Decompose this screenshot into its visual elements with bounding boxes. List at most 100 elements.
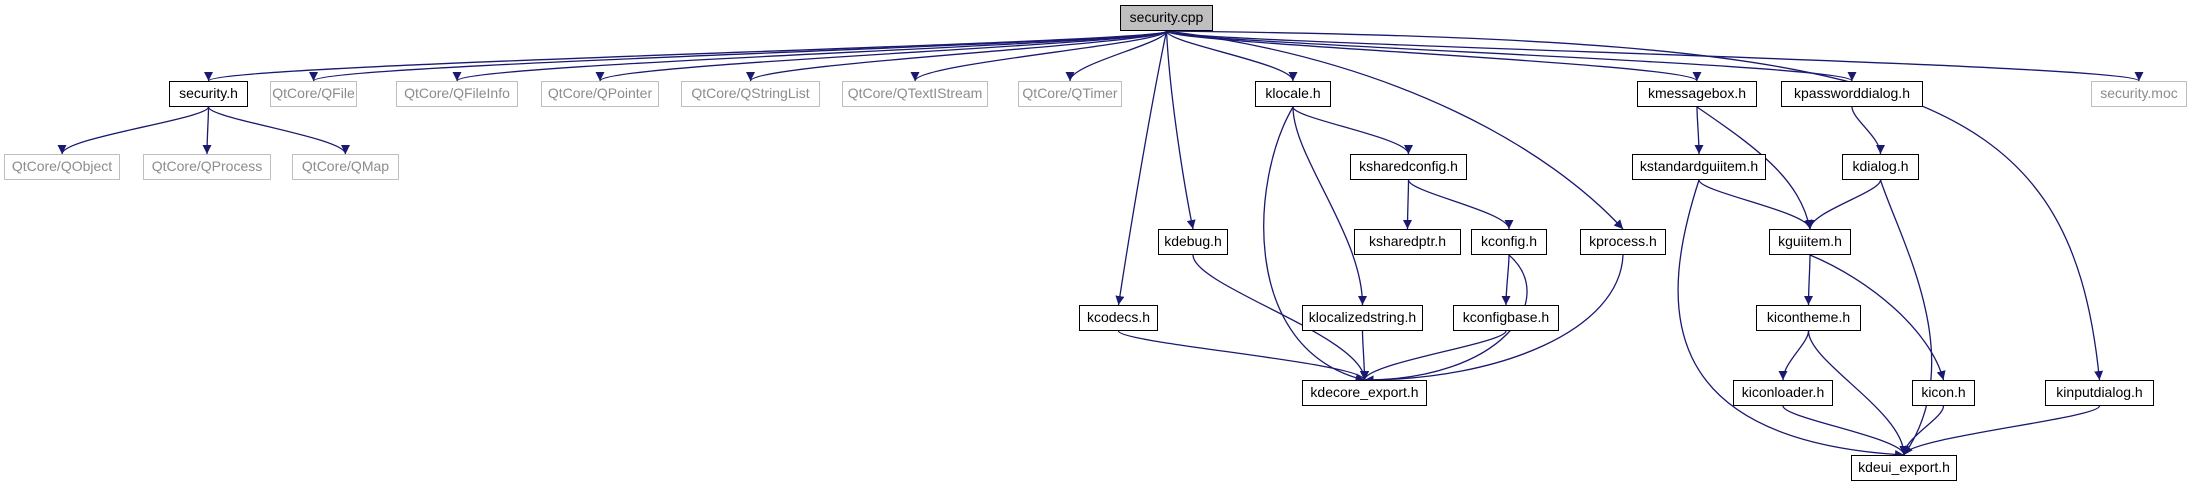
- node-label: kmessagebox.h: [1647, 85, 1747, 101]
- edge-kpassworddialog-to-kdialog: [1851, 106, 1885, 155]
- edge-kstandardguiitem-to-kdeui-export: [1677, 179, 1905, 459]
- node-kstandardguiitem-h[interactable]: kstandardguiitem.h: [1632, 154, 1766, 180]
- edge-security-cpp-to-security-moc: [1165, 30, 2143, 82]
- node-label: security.h: [179, 85, 238, 101]
- node-qtcore-qstringlist: QtCore/QStringList: [681, 81, 820, 107]
- node-kdeui-export-h[interactable]: kdeui_export.h: [1851, 455, 1957, 481]
- edge-kconfig-to-kconfigbase: [1501, 254, 1511, 306]
- edge-security-cpp-to-qpointer: [595, 30, 1168, 82]
- node-label: kcodecs.h: [1086, 309, 1151, 325]
- edge-kdebug-to-kdecore-export: [1192, 254, 1369, 381]
- node-label: kstandardguiitem.h: [1639, 158, 1759, 174]
- node-qtcore-qtextistream: QtCore/QTextIStream: [842, 81, 988, 107]
- node-label: QtCore/QStringList: [691, 85, 810, 101]
- edge-security-h-to-qobject: [57, 106, 210, 155]
- node-label: klocalizedstring.h: [1308, 309, 1417, 325]
- edge-security-cpp-to-kcodecs: [1115, 30, 1168, 306]
- node-label: ksharedconfig.h: [1359, 158, 1458, 174]
- node-label: QtCore/QProcess: [151, 158, 263, 174]
- node-label: kguiitem.h: [1778, 233, 1842, 249]
- node-qtcore-qfileinfo: QtCore/QFileInfo: [396, 81, 518, 107]
- edge-kcodecs-to-kdecore-export: [1117, 330, 1369, 381]
- edge-kguiitem-to-kicontheme: [1804, 254, 1814, 306]
- edge-security-cpp-to-qfile: [309, 30, 1168, 82]
- node-kmessagebox-h[interactable]: kmessagebox.h: [1637, 81, 1757, 107]
- edge-security-cpp-to-qfileinfo: [452, 30, 1168, 82]
- node-label: kinputdialog.h: [2056, 384, 2143, 400]
- node-kcodecs-h[interactable]: kcodecs.h: [1079, 305, 1158, 331]
- node-kinputdialog-h[interactable]: kinputdialog.h: [2045, 380, 2154, 406]
- node-kicon-h[interactable]: kicon.h: [1912, 380, 1975, 406]
- node-qtcore-qtimer: QtCore/QTimer: [1018, 81, 1122, 107]
- node-security-h[interactable]: security.h: [169, 81, 248, 107]
- node-label: ksharedptr.h: [1368, 233, 1447, 249]
- node-security-cpp[interactable]: security.cpp: [1120, 5, 1213, 31]
- node-label: QtCore/QObject: [11, 158, 113, 174]
- node-qtcore-qpointer: QtCore/QPointer: [541, 81, 659, 107]
- node-qtcore-qobject: QtCore/QObject: [4, 154, 120, 180]
- node-label: klocale.h: [1265, 85, 1321, 101]
- node-klocalizedstring-h[interactable]: klocalizedstring.h: [1302, 305, 1423, 331]
- node-label: kiconloader.h: [1741, 384, 1825, 400]
- node-label: kicon.h: [1921, 384, 1966, 400]
- edge-klocale-to-klocalizedstring: [1292, 106, 1367, 306]
- node-label: QtCore/QFile: [272, 85, 355, 101]
- edge-kconfigbase-to-kdecore-export: [1360, 330, 1507, 381]
- node-label: QtCore/QFileInfo: [404, 85, 510, 101]
- node-label: kdeui_export.h: [1858, 459, 1950, 475]
- node-qtcore-qfile: QtCore/QFile: [270, 81, 357, 107]
- node-label: kconfigbase.h: [1462, 309, 1550, 325]
- node-kguiitem-h[interactable]: kguiitem.h: [1769, 229, 1851, 255]
- edge-security-cpp-to-qtextistream: [910, 30, 1168, 82]
- edge-security-cpp-to-qstringlist: [746, 30, 1168, 82]
- node-kicontheme-h[interactable]: kicontheme.h: [1756, 305, 1861, 331]
- node-label: kdialog.h: [1852, 158, 1909, 174]
- node-label: kdebug.h: [1164, 233, 1222, 249]
- node-kprocess-h[interactable]: kprocess.h: [1580, 229, 1666, 255]
- node-kdialog-h[interactable]: kdialog.h: [1842, 154, 1919, 180]
- node-qtcore-qmap: QtCore/QMap: [292, 154, 399, 180]
- edge-kguiitem-to-kicon: [1809, 254, 1946, 381]
- node-ksharedptr-h[interactable]: ksharedptr.h: [1354, 229, 1461, 255]
- node-kdebug-h[interactable]: kdebug.h: [1158, 229, 1228, 255]
- edge-kdialog-to-kdeui-export: [1879, 179, 1933, 456]
- edge-kicontheme-to-kiconloader: [1778, 330, 1810, 381]
- edge-kmessagebox-to-kstandardguiitem: [1694, 106, 1704, 155]
- edge-security-h-to-qmap: [207, 106, 350, 155]
- node-kpassworddialog-h[interactable]: kpassworddialog.h: [1781, 81, 1923, 107]
- edge-security-cpp-to-qtimer: [1065, 30, 1168, 82]
- edge-security-cpp-to-klocale: [1165, 30, 1298, 82]
- edge-ksharedconfig-to-ksharedptr: [1403, 179, 1413, 230]
- edge-klocale-to-kdecore-export: [1263, 106, 1365, 383]
- node-label: kprocess.h: [1589, 233, 1657, 249]
- node-label: QtCore/QPointer: [547, 85, 653, 101]
- node-ksharedconfig-h[interactable]: ksharedconfig.h: [1350, 154, 1467, 180]
- edge-kicontheme-to-kdeui-export: [1807, 330, 1909, 456]
- node-kconfigbase-h[interactable]: kconfigbase.h: [1453, 305, 1559, 331]
- edge-kprocess-to-kdecore-export: [1364, 254, 1624, 385]
- edge-kconfig-to-kdecore-export: [1364, 254, 1528, 385]
- node-qtcore-qprocess: QtCore/QProcess: [143, 154, 271, 180]
- edge-kmessagebox-to-kguiitem: [1696, 106, 1813, 230]
- edge-ksharedconfig-to-kconfig: [1407, 179, 1514, 230]
- node-kdecore-export-h[interactable]: kdecore_export.h: [1302, 380, 1427, 406]
- node-kiconloader-h[interactable]: kiconloader.h: [1733, 380, 1833, 406]
- edge-security-cpp-to-kprocess: [1166, 30, 1624, 230]
- node-label: QtCore/QMap: [301, 158, 390, 174]
- node-label: kdecore_export.h: [1310, 384, 1419, 400]
- node-label: kconfig.h: [1480, 233, 1538, 249]
- node-klocale-h[interactable]: klocale.h: [1255, 81, 1331, 107]
- node-label: security.moc: [2100, 85, 2178, 101]
- edge-kinputdialog-to-kdeui-export: [1899, 405, 2101, 456]
- edge-security-cpp-to-kdebug: [1165, 30, 1196, 230]
- edge-kiconloader-to-kdeui-export: [1782, 405, 1909, 456]
- edge-security-h-to-qprocess: [202, 106, 212, 155]
- edge-klocale-to-ksharedconfig: [1292, 106, 1413, 155]
- node-label: kpassworddialog.h: [1794, 85, 1910, 101]
- node-kconfig-h[interactable]: kconfig.h: [1471, 229, 1547, 255]
- node-security-moc: security.moc: [2091, 81, 2187, 107]
- node-label: QtCore/QTimer: [1022, 85, 1118, 101]
- edge-kdialog-to-kguiitem: [1805, 179, 1882, 230]
- node-label: kicontheme.h: [1766, 309, 1851, 325]
